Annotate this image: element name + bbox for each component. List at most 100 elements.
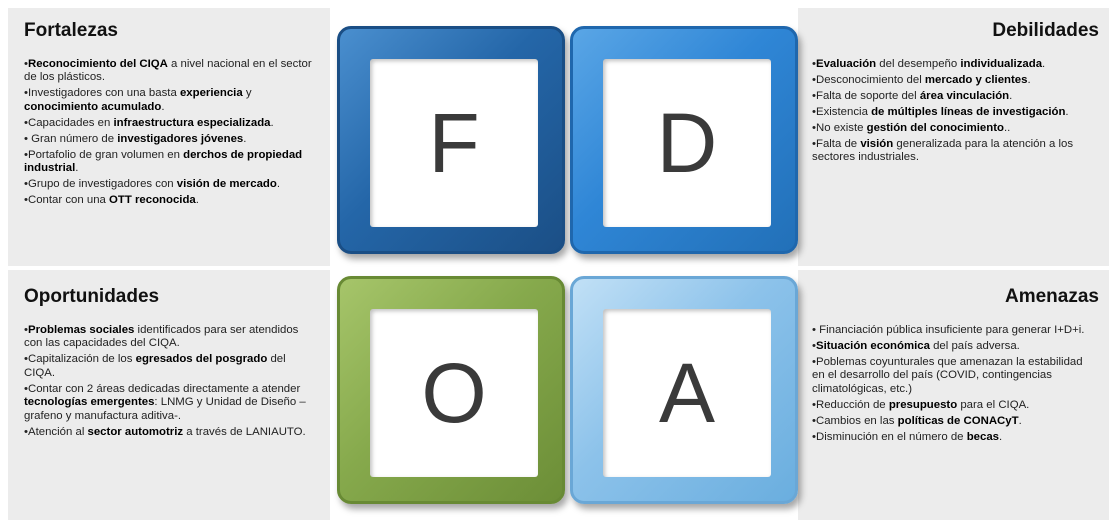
list-item: •Evaluación del desempeño individualizad… — [812, 58, 1092, 71]
item-bold-text: sector automotriz — [88, 426, 184, 438]
item-text: .. — [1004, 122, 1010, 134]
item-bold-text: presupuesto — [889, 399, 957, 411]
debilidades-panel: Debilidades •Evaluación del desempeño in… — [798, 8, 1109, 266]
item-bold-text: becas — [967, 431, 999, 443]
fortalezas-letter: F — [428, 101, 479, 185]
oportunidades-title: Oportunidades — [24, 286, 330, 308]
item-text: •Investigadores con una basta — [24, 87, 180, 99]
amenazas-letter: A — [659, 351, 715, 435]
item-text: . — [75, 162, 78, 174]
item-text: para el CIQA. — [957, 399, 1029, 411]
item-text: . — [1065, 106, 1068, 118]
item-text: . — [1027, 74, 1030, 86]
item-text: •Contar con una — [24, 194, 109, 206]
list-item: • Gran número de investigadores jóvenes. — [24, 133, 314, 146]
amenazas-panel: Amenazas • Financiación pública insufici… — [798, 270, 1109, 520]
item-bold-text: conocimiento acumulado — [24, 101, 161, 113]
item-bold-text: investigadores jóvenes — [117, 133, 243, 145]
item-bold-text: tecnologías emergentes — [24, 396, 154, 408]
debilidades-list: •Evaluación del desempeño individualizad… — [812, 58, 1092, 165]
fortalezas-title: Fortalezas — [24, 20, 330, 42]
list-item: •Situación económica del país adversa. — [812, 340, 1094, 353]
item-bold-text: gestión del conocimiento — [867, 122, 1004, 134]
item-bold-text: OTT reconocida — [109, 194, 196, 206]
oportunidades-list: •Problemas sociales identificados para s… — [24, 324, 314, 439]
item-text: . — [277, 178, 280, 190]
item-text: del desempeño — [876, 58, 960, 70]
item-text: . — [161, 101, 164, 113]
debilidades-title: Debilidades — [812, 20, 1099, 42]
item-text: •Capitalización de los — [24, 353, 136, 365]
fortalezas-tile-face: F — [370, 59, 538, 227]
oportunidades-tile-face: O — [370, 309, 538, 477]
item-bold-text: Situación económica — [816, 340, 930, 352]
item-bold-text: visión — [860, 138, 893, 150]
list-item: •Disminución en el número de becas. — [812, 431, 1094, 444]
item-text: . — [243, 133, 246, 145]
item-bold-text: Evaluación — [816, 58, 876, 70]
item-bold-text: Reconocimiento del CIQA — [28, 58, 168, 70]
item-bold-text: de múltiples líneas de investigación — [871, 106, 1065, 118]
item-bold-text: egresados del posgrado — [136, 353, 268, 365]
oportunidades-letter: O — [421, 351, 486, 435]
item-bold-text: experiencia — [180, 87, 243, 99]
item-text: •Existencia — [812, 106, 871, 118]
amenazas-list: • Financiación pública insuficiente para… — [812, 324, 1094, 444]
list-item: •Reducción de presupuesto para el CIQA. — [812, 399, 1094, 412]
item-text: a través de LANIAUTO. — [183, 426, 306, 438]
item-text: •Desconocimiento del — [812, 74, 925, 86]
item-bold-text: políticas de CONACyT — [898, 415, 1019, 427]
list-item: •Capitalización de los egresados del pos… — [24, 353, 314, 380]
list-item: •Poblemas coyunturales que amenazan la e… — [812, 356, 1094, 396]
item-text: y — [243, 87, 252, 99]
list-item: •Problemas sociales identificados para s… — [24, 324, 314, 351]
debilidades-tile-face: D — [603, 59, 771, 227]
item-bold-text: Problemas sociales — [28, 324, 134, 336]
item-text: . — [999, 431, 1002, 443]
item-text: •Atención al — [24, 426, 88, 438]
amenazas-tile: A — [570, 276, 798, 504]
item-bold-text: mercado y clientes — [925, 74, 1028, 86]
item-bold-text: infraestructura especializada — [113, 117, 270, 129]
list-item: •No existe gestión del conocimiento.. — [812, 122, 1092, 135]
item-text: •Contar con 2 áreas dedicadas directamen… — [24, 383, 300, 395]
list-item: •Grupo de investigadores con visión de m… — [24, 178, 314, 191]
list-item: •Atención al sector automotriz a través … — [24, 426, 314, 439]
item-text: •Capacidades en — [24, 117, 113, 129]
item-text: . — [196, 194, 199, 206]
list-item: •Existencia de múltiples líneas de inves… — [812, 106, 1092, 119]
item-text: del país adversa. — [930, 340, 1020, 352]
list-item: •Falta de soporte del área vinculación. — [812, 90, 1092, 103]
item-text: •Grupo de investigadores con — [24, 178, 177, 190]
oportunidades-panel: Oportunidades •Problemas sociales identi… — [8, 270, 330, 520]
fortalezas-panel: Fortalezas •Reconocimiento del CIQA a ni… — [8, 8, 330, 266]
item-bold-text: visión de mercado — [177, 178, 277, 190]
list-item: •Portafolio de gran volumen en derchos d… — [24, 149, 314, 176]
amenazas-tile-face: A — [603, 309, 771, 477]
item-text: . — [1019, 415, 1022, 427]
item-text: •No existe — [812, 122, 867, 134]
list-item: •Investigadores con una basta experienci… — [24, 87, 314, 114]
item-text: •Poblemas coyunturales que amenazan la e… — [812, 356, 1083, 395]
list-item: •Falta de visión generalizada para la at… — [812, 138, 1092, 165]
item-text: . — [1042, 58, 1045, 70]
oportunidades-tile: O — [337, 276, 565, 504]
list-item: •Desconocimiento del mercado y clientes. — [812, 74, 1092, 87]
list-item: •Reconocimiento del CIQA a nivel naciona… — [24, 58, 314, 85]
item-text: • Gran número de — [24, 133, 117, 145]
fortalezas-tile: F — [337, 26, 565, 254]
item-bold-text: área vinculación — [920, 90, 1009, 102]
list-item: •Cambios en las políticas de CONACyT. — [812, 415, 1094, 428]
amenazas-title: Amenazas — [812, 286, 1099, 308]
list-item: •Contar con 2 áreas dedicadas directamen… — [24, 383, 314, 423]
item-bold-text: individualizada — [960, 58, 1042, 70]
list-item: •Contar con una OTT reconocida. — [24, 194, 314, 207]
debilidades-letter: D — [657, 101, 718, 185]
item-text: . — [1009, 90, 1012, 102]
item-text: •Cambios en las — [812, 415, 898, 427]
list-item: •Capacidades en infraestructura especial… — [24, 117, 314, 130]
item-text: •Reducción de — [812, 399, 889, 411]
list-item: • Financiación pública insuficiente para… — [812, 324, 1094, 337]
debilidades-tile: D — [570, 26, 798, 254]
item-text: •Portafolio de gran volumen en — [24, 149, 183, 161]
